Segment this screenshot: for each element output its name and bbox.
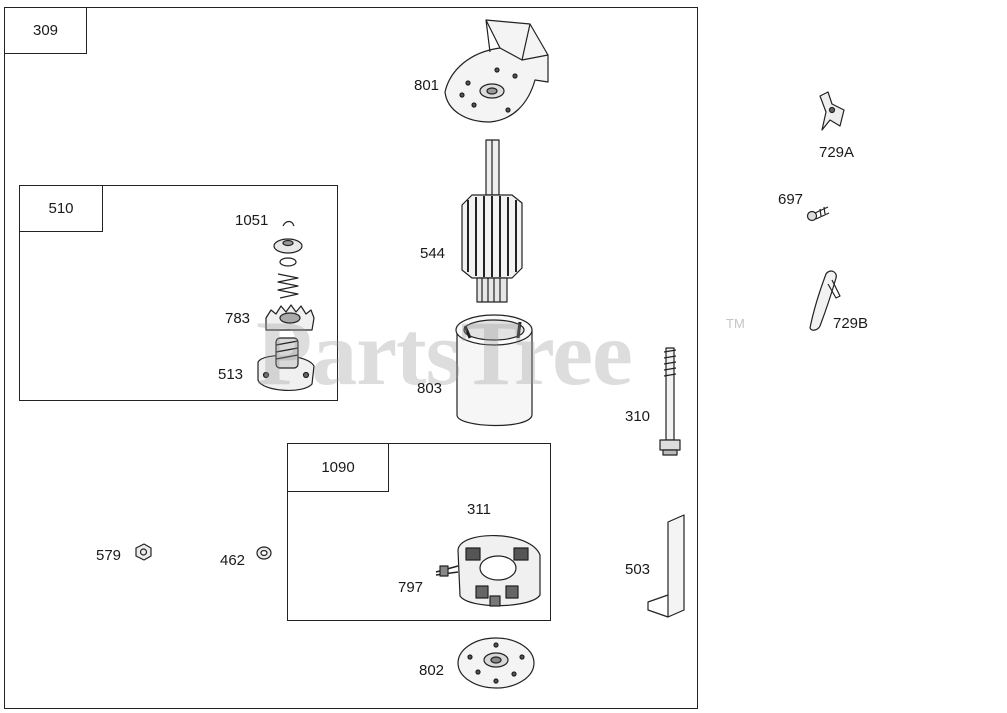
part-label-311[interactable]: 311 bbox=[467, 501, 491, 518]
part-697-screw bbox=[806, 206, 830, 222]
part-729a-clip bbox=[819, 91, 845, 131]
part-label-802[interactable]: 802 bbox=[419, 662, 445, 679]
parts-tree-watermark: PartsTree bbox=[256, 302, 633, 404]
group-1090-label: 1090 bbox=[321, 459, 355, 476]
group-510-label: 510 bbox=[48, 200, 74, 217]
part-label-513[interactable]: 513 bbox=[218, 366, 244, 383]
diagram-frame bbox=[4, 7, 698, 709]
part-label-729a[interactable]: 729A bbox=[819, 144, 855, 161]
part-label-697[interactable]: 697 bbox=[778, 191, 804, 208]
part-label-579[interactable]: 579 bbox=[96, 547, 122, 564]
part-label-462[interactable]: 462 bbox=[220, 552, 246, 569]
part-label-797[interactable]: 797 bbox=[398, 579, 424, 596]
callout-309-label: 309 bbox=[32, 22, 59, 39]
callout-309: 309 bbox=[4, 7, 87, 54]
part-label-310[interactable]: 310 bbox=[625, 408, 651, 425]
group-1090-callout: 1090 bbox=[287, 443, 389, 492]
group-510-callout: 510 bbox=[19, 185, 103, 232]
trademark-symbol: TM bbox=[726, 316, 745, 331]
part-label-503[interactable]: 503 bbox=[625, 561, 651, 578]
part-label-783[interactable]: 783 bbox=[225, 310, 251, 327]
part-label-729b[interactable]: 729B bbox=[833, 315, 869, 332]
part-label-801[interactable]: 801 bbox=[414, 77, 440, 94]
group-1090-frame bbox=[287, 443, 551, 621]
group-510-frame bbox=[19, 185, 338, 401]
part-label-1051[interactable]: 1051 bbox=[235, 212, 269, 229]
part-label-803[interactable]: 803 bbox=[417, 380, 443, 397]
part-label-544[interactable]: 544 bbox=[420, 245, 446, 262]
